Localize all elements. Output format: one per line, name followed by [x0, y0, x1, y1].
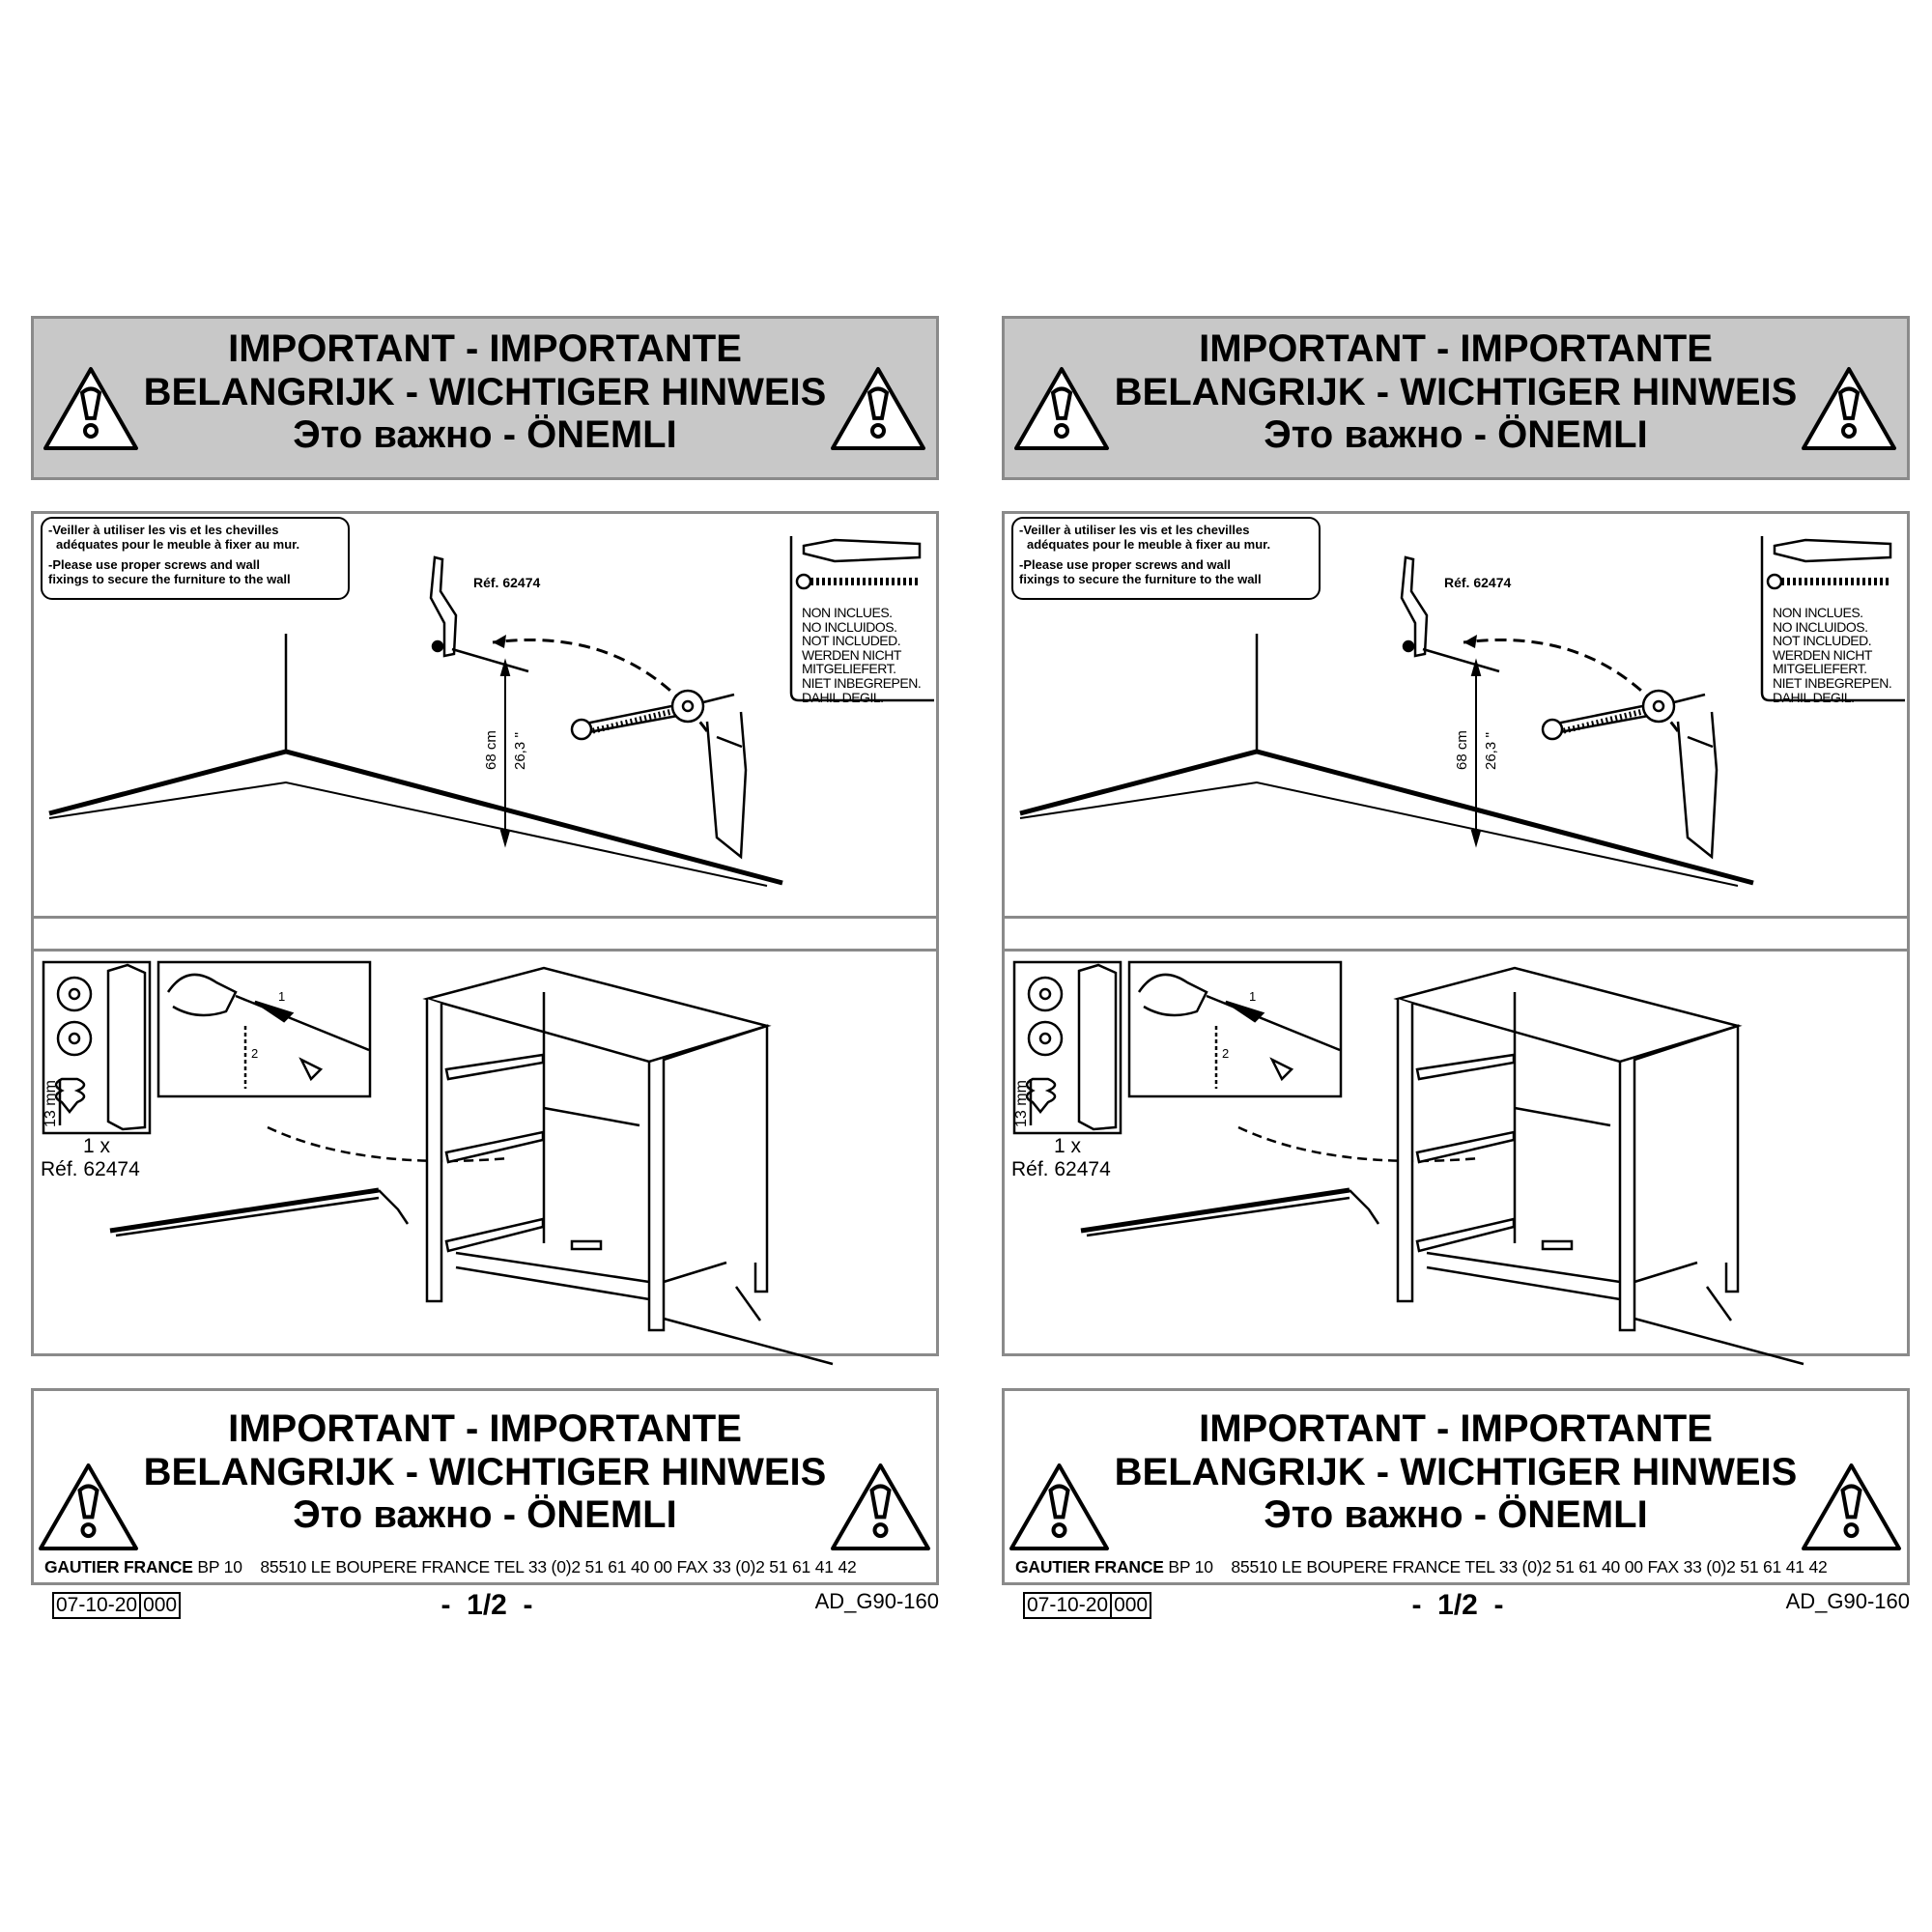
footer-line-2: BELANGRIJK - WICHTIGER HINWEIS: [143, 1451, 827, 1493]
bracket-reference: Réf. 62474: [473, 575, 541, 590]
page-number: - 1/2 -: [440, 1589, 533, 1621]
not-included-list: NON INCLUES.NO INCLUIDOS.NOT INCLUDED.WE…: [1773, 605, 1892, 705]
bracket-reference: Réf. 62474: [1444, 575, 1512, 590]
step-2-label: 2: [1222, 1046, 1230, 1061]
bracket-reference-2: Réf. 62474: [41, 1158, 140, 1180]
note-fr-line-2: adéquates pour le meuble à fixer au mur.: [56, 537, 300, 552]
note-en-line-1: -Please use proper screws and wall: [48, 557, 260, 572]
date-suffix: 000: [139, 1594, 179, 1617]
wall-fixing-note: -Veiller à utiliser les vis et les chevi…: [41, 517, 350, 600]
quantity-label: 1 x: [83, 1135, 111, 1157]
header-line-1: IMPORTANT - IMPORTANTE: [228, 327, 742, 370]
address-details: BP 10 85510 LE BOUPERE FRANCE TEL 33 (0)…: [192, 1557, 857, 1577]
panel-furniture-attach: [1002, 949, 1910, 1356]
screw-length-label: 13 mm: [1013, 1080, 1030, 1127]
screw-length-label: 13 mm: [43, 1080, 59, 1127]
note-fr-line-2: adéquates pour le meuble à fixer au mur.: [1027, 537, 1271, 552]
not-included-line: MITGELIEFERT.: [802, 661, 896, 677]
company-name: GAUTIER FRANCE: [44, 1557, 193, 1577]
not-included-line: NO INCLUIDOS.: [802, 618, 897, 635]
company-name: GAUTIER FRANCE: [1015, 1557, 1164, 1577]
not-included-line: DAHIL DEGIL.: [802, 689, 884, 705]
date-suffix: 000: [1110, 1594, 1150, 1617]
instruction-page-right: IMPORTANT - IMPORTANTE BELANGRIJK - WICH…: [1002, 316, 1910, 1630]
bracket-reference-2: Réf. 62474: [1011, 1158, 1111, 1180]
header-line-3: Это важно - ÖNEMLI: [1264, 413, 1648, 456]
step-1-label: 1: [278, 989, 286, 1004]
company-address: GAUTIER FRANCE BP 10 85510 LE BOUPERE FR…: [1015, 1557, 1828, 1577]
note-fr-line-1: -Veiller à utiliser les vis et les chevi…: [48, 523, 279, 537]
not-included-line: NOT INCLUDED.: [802, 633, 901, 649]
not-included-list: NON INCLUES.NO INCLUIDOS.NOT INCLUDED.WE…: [802, 605, 922, 705]
date-value: 07-10-20: [56, 1594, 138, 1616]
not-included-line: WERDEN NICHT: [802, 646, 901, 663]
footer-line-1: IMPORTANT - IMPORTANTE: [228, 1407, 742, 1450]
document-code: AD_G90-160: [814, 1589, 939, 1613]
quantity-label: 1 x: [1054, 1135, 1082, 1157]
footer-warning-banner: [31, 1388, 939, 1585]
not-included-line: NON INCLUES.: [1773, 605, 1863, 620]
note-en-line-2: fixings to secure the furniture to the w…: [48, 572, 291, 586]
step-2-label: 2: [251, 1046, 259, 1061]
instruction-page-left: IMPORTANT - IMPORTANTE BELANGRIJK - WICH…: [31, 316, 939, 1630]
wall-fixing-note: -Veiller à utiliser les vis et les chevi…: [1011, 517, 1321, 600]
company-address: GAUTIER FRANCE BP 10 85510 LE BOUPERE FR…: [44, 1557, 857, 1577]
footer-line-3: Это важно - ÖNEMLI: [293, 1493, 677, 1536]
not-included-line: NON INCLUES.: [802, 605, 893, 620]
page-number: - 1/2 -: [1411, 1589, 1504, 1621]
note-en-line-2: fixings to secure the furniture to the w…: [1019, 572, 1262, 586]
footer-warning-banner: [1002, 1388, 1910, 1585]
not-included-line: DAHIL DEGIL.: [1773, 689, 1855, 705]
footer-line-2: BELANGRIJK - WICHTIGER HINWEIS: [1114, 1451, 1798, 1493]
header-line-2: BELANGRIJK - WICHTIGER HINWEIS: [1114, 371, 1798, 413]
note-fr-line-1: -Veiller à utiliser les vis et les chevi…: [1019, 523, 1250, 537]
height-inch-label: 26,3 '': [1483, 731, 1499, 770]
header-line-2: BELANGRIJK - WICHTIGER HINWEIS: [143, 371, 827, 413]
footer-line-3: Это важно - ÖNEMLI: [1264, 1493, 1648, 1536]
not-included-line: NIET INBEGREPEN.: [1773, 674, 1892, 691]
not-included-line: NOT INCLUDED.: [1773, 633, 1872, 649]
header-warning-banner: [31, 316, 939, 480]
address-details: BP 10 85510 LE BOUPERE FRANCE TEL 33 (0)…: [1163, 1557, 1828, 1577]
not-included-line: NIET INBEGREPEN.: [802, 674, 922, 691]
header-line-1: IMPORTANT - IMPORTANTE: [1199, 327, 1713, 370]
height-cm-label: 68 cm: [483, 730, 499, 770]
note-en-line-1: -Please use proper screws and wall: [1019, 557, 1231, 572]
date-value: 07-10-20: [1027, 1594, 1109, 1616]
not-included-line: NO INCLUIDOS.: [1773, 618, 1868, 635]
not-included-line: WERDEN NICHT: [1773, 646, 1872, 663]
document-code: AD_G90-160: [1785, 1589, 1910, 1613]
height-inch-label: 26,3 '': [512, 731, 528, 770]
header-warning-banner: [1002, 316, 1910, 480]
header-line-3: Это важно - ÖNEMLI: [293, 413, 677, 456]
step-1-label: 1: [1249, 989, 1257, 1004]
footer-line-1: IMPORTANT - IMPORTANTE: [1199, 1407, 1713, 1450]
panel-divider: [31, 916, 939, 952]
height-cm-label: 68 cm: [1454, 730, 1470, 770]
not-included-line: MITGELIEFERT.: [1773, 661, 1867, 677]
panel-furniture-attach: [31, 949, 939, 1356]
panel-divider: [1002, 916, 1910, 952]
